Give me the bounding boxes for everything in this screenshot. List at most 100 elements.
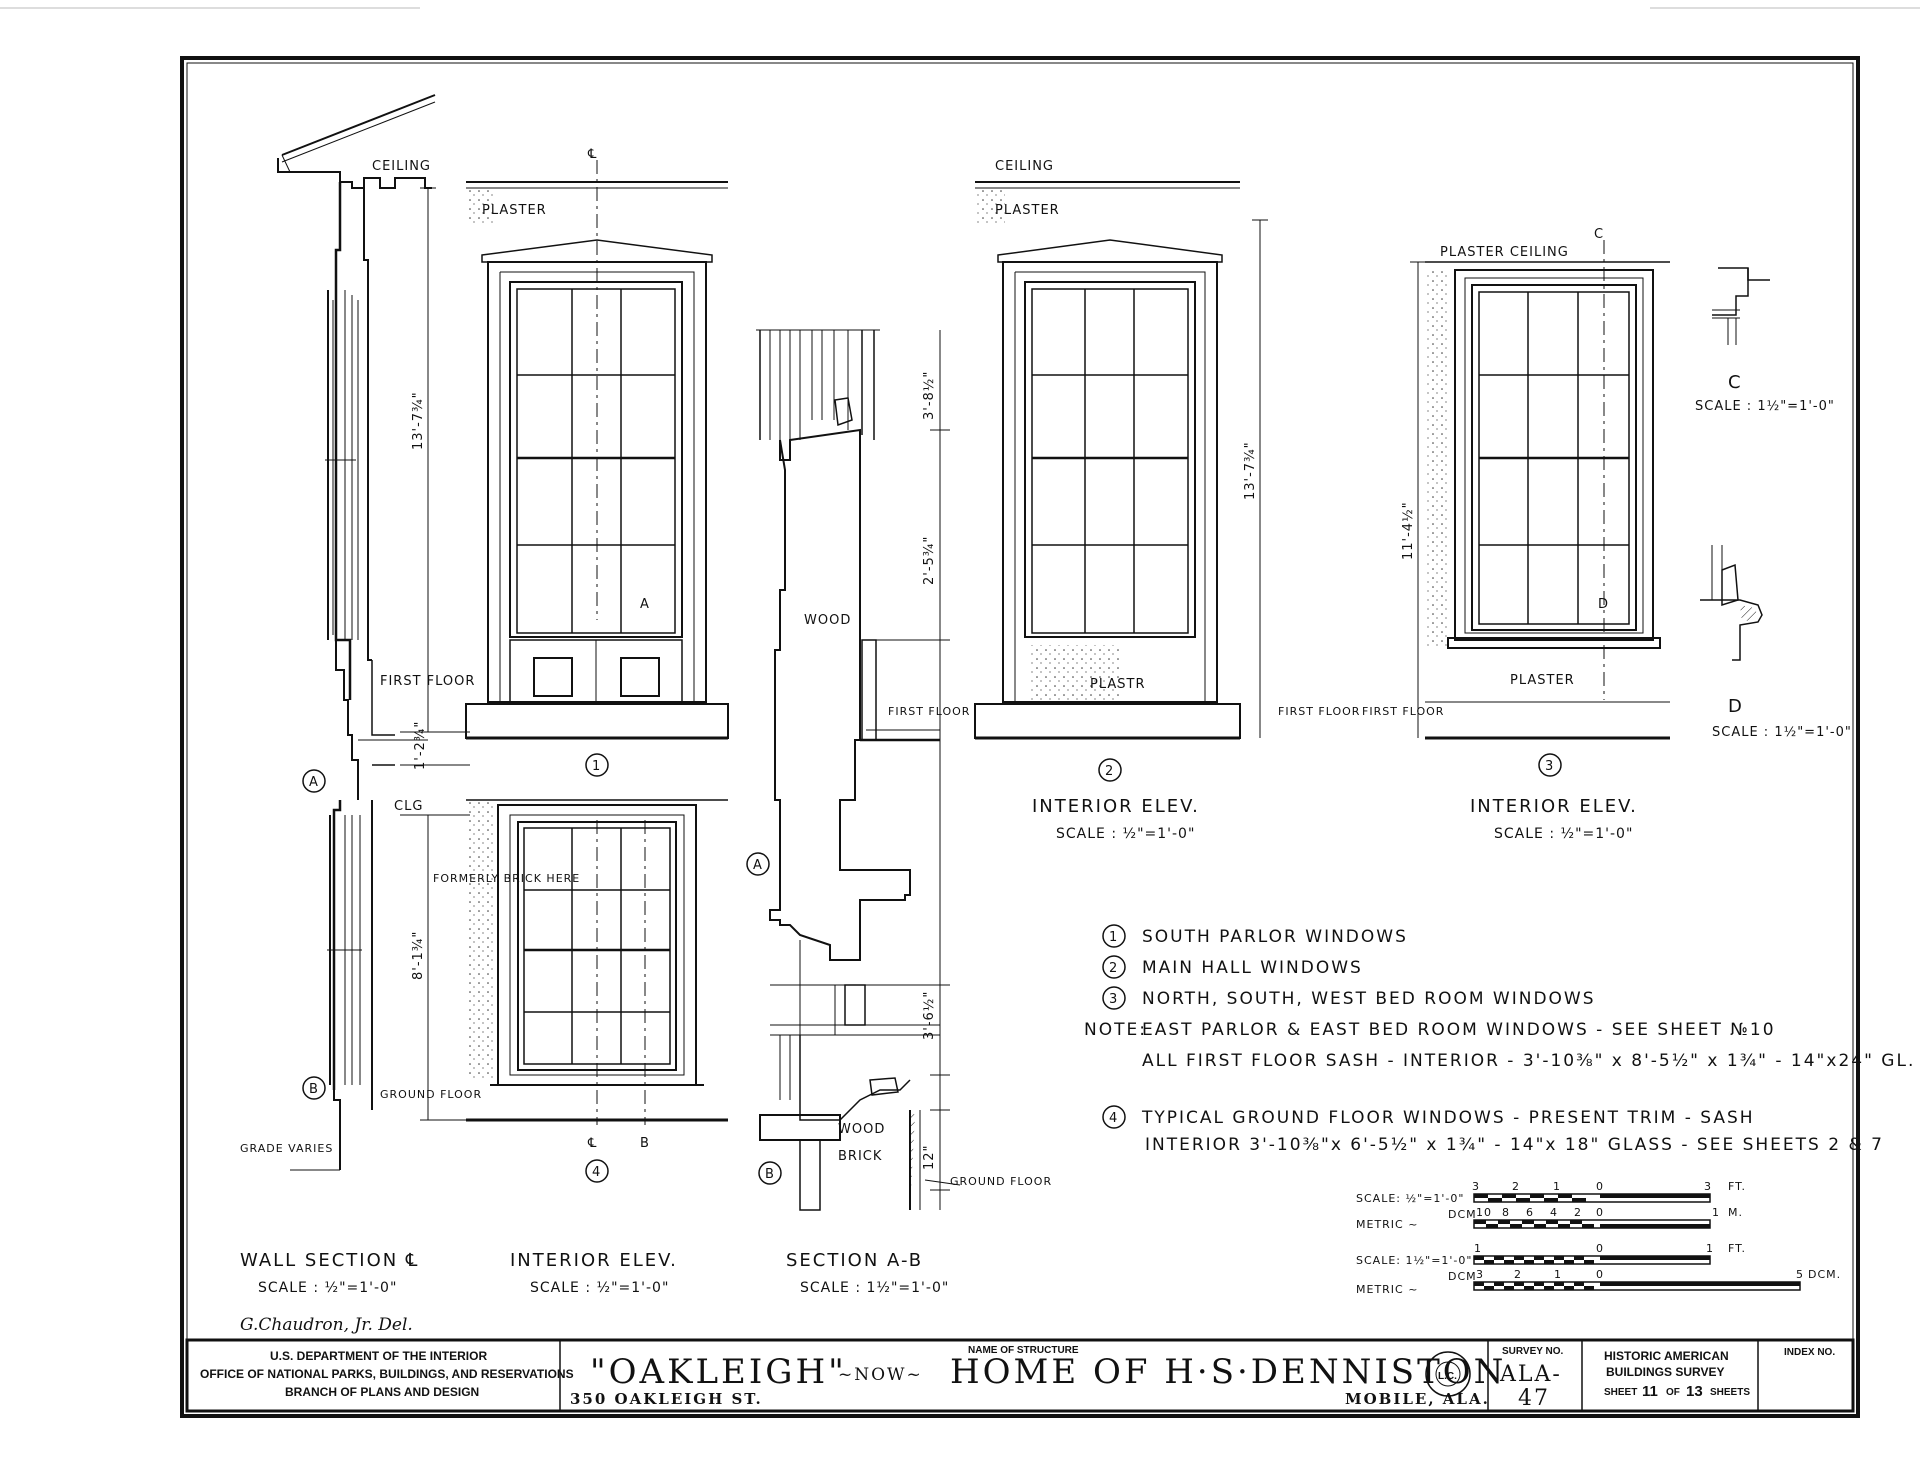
scale1-tick-3: 0 <box>1596 1180 1604 1193</box>
label-brick: BRICK <box>838 1149 882 1164</box>
label-ceiling-left: CEILING <box>372 159 431 174</box>
marker-2: 2 <box>1105 764 1114 779</box>
label-grade-varies: GRADE VARIES <box>240 1142 333 1155</box>
point-b-circle-sec <box>758 1161 782 1185</box>
metric1-tick-5: 0 <box>1596 1206 1604 1219</box>
label-first-floor-left: FIRST FLOOR <box>380 674 475 689</box>
fine-arts-seal <box>1425 1351 1471 1397</box>
detail-c-scale: SCALE : 1½"=1'-0" <box>1695 399 1835 414</box>
label-clg: CLG <box>394 799 423 814</box>
marker-3: 3 <box>1545 759 1554 774</box>
scale2-unit: FT. <box>1728 1242 1746 1255</box>
title-block <box>185 1338 1855 1413</box>
marker-4: 4 <box>592 1165 601 1180</box>
name-of-structure-label: NAME OF STRUCTURE <box>968 1345 1079 1356</box>
point-b-elev4: B <box>640 1136 650 1151</box>
detail-d-marker: D <box>1598 597 1609 612</box>
dim-wall-upper: 13'-7¾" <box>411 391 426 450</box>
signature: G.Chaudron, Jr. Del. <box>240 1315 413 1335</box>
metric1-unit: M. <box>1728 1206 1743 1219</box>
elev2-scale: SCALE : ½"=1'-0" <box>1056 826 1195 842</box>
label-wood-upper: WOOD <box>804 613 851 628</box>
structure-name: "OAKLEIGH" <box>590 1352 847 1392</box>
label-first-floor-mid: FIRST FLOOR <box>888 705 970 718</box>
legend-num-4: 4 <box>1109 1111 1118 1126</box>
metric2-tick-1: 2 <box>1514 1268 1522 1281</box>
metric1-tick-6: 1 <box>1712 1206 1720 1219</box>
habs-line-1: HISTORIC AMERICAN <box>1604 1349 1729 1363</box>
survey-number: 47 <box>1518 1386 1550 1411</box>
marker-4-circle <box>585 1159 609 1183</box>
legend-num-2: 2 <box>1109 961 1118 976</box>
dim-sec-low: 3'-6½" <box>922 991 937 1040</box>
wall-section-drawing <box>277 94 470 1171</box>
scale2-tick-1: 0 <box>1596 1242 1604 1255</box>
metric1-dcm: DCM <box>1448 1208 1477 1221</box>
label-first-floor-3: FIRST FLOOR <box>1362 705 1444 718</box>
detail-d-title: D <box>1728 696 1744 717</box>
metric2-tick-2: 1 <box>1554 1268 1562 1281</box>
legend-item-4-line2: INTERIOR 3'-10⅜"x 6'-5½" x 1¾" - 14"x 18… <box>1145 1135 1884 1155</box>
label-plaster-1: PLASTER <box>482 203 547 218</box>
sheet-number: 11 <box>1642 1383 1658 1400</box>
legend-item-2: MAIN HALL WINDOWS <box>1142 958 1363 978</box>
sheet-border <box>180 56 1860 1418</box>
label-plaster-2: PLASTER <box>995 203 1060 218</box>
legend: 1 SOUTH PARLOR WINDOWS 2 MAIN HALL WINDO… <box>1084 924 1913 1155</box>
seal-text: L.C. <box>1438 1371 1457 1382</box>
scale2-label: SCALE: 1½"=1'-0" <box>1356 1254 1472 1267</box>
legend-circle-4 <box>1102 1105 1126 1129</box>
point-a-circle-sec <box>746 852 770 876</box>
marker-2-circle <box>1098 758 1122 782</box>
metric1-label: METRIC ~ <box>1356 1218 1418 1231</box>
metric2-dcm: DCM <box>1448 1270 1477 1283</box>
metric2-tick-0: 3 <box>1476 1268 1484 1281</box>
metric1-tick-0: 10 <box>1476 1206 1492 1219</box>
detail-d-drawing <box>1700 545 1763 661</box>
wall-section-scale: SCALE : ½"=1'-0" <box>258 1280 397 1296</box>
elev1-4-scale: SCALE : ½"=1'-0" <box>530 1280 669 1296</box>
metric1-tick-1: 8 <box>1502 1206 1510 1219</box>
label-first-floor-2: FIRST FLOOR <box>1278 705 1360 718</box>
metric2-label: METRIC ~ <box>1356 1283 1418 1296</box>
label-ground-floor-mid: GROUND FLOOR <box>950 1175 1052 1188</box>
dim-wall-lower: 8'-1¾" <box>411 931 426 980</box>
agency-line-1: U.S. DEPARTMENT OF THE INTERIOR <box>270 1349 487 1363</box>
sheet-label: SHEET <box>1604 1387 1637 1398</box>
structure-now: ~NOW~ <box>838 1365 923 1385</box>
label-ceiling-mid: CEILING <box>995 159 1054 174</box>
section-ab-scale: SCALE : 1½"=1'-0" <box>800 1280 949 1296</box>
point-a-circle-left <box>302 769 326 793</box>
point-a-left: A <box>309 775 319 790</box>
marker-3-circle <box>1538 753 1562 777</box>
marker-1: 1 <box>592 759 601 774</box>
marker-1-circle <box>585 753 609 777</box>
section-ab-drawing <box>756 329 961 1211</box>
elev3-scale: SCALE : ½"=1'-0" <box>1494 826 1633 842</box>
elev3-title: INTERIOR ELEV. <box>1470 796 1638 817</box>
metric1-tick-3: 4 <box>1550 1206 1558 1219</box>
detail-d-scale: SCALE : 1½"=1'-0" <box>1712 725 1852 740</box>
centerline-4: ℄ <box>587 1136 597 1151</box>
point-b-circle-left <box>302 1076 326 1100</box>
survey-code: ALA- <box>1499 1362 1562 1387</box>
scale1-tick-2: 1 <box>1553 1180 1561 1193</box>
scale1-label: SCALE: ½"=1'-0" <box>1356 1192 1464 1205</box>
sheet-total: 13 <box>1686 1383 1703 1400</box>
scale1-unit: FT. <box>1728 1180 1746 1193</box>
scale1-tick-4: 3 <box>1704 1180 1712 1193</box>
label-plaster-3: PLASTER <box>1510 673 1575 688</box>
point-b-left: B <box>309 1082 319 1097</box>
legend-circle-3 <box>1102 986 1126 1010</box>
elev2-title: INTERIOR ELEV. <box>1032 796 1200 817</box>
dim-wall-mid: 1'-2¾" <box>413 721 428 770</box>
dim-elev3-height: 11'-4½" <box>1401 501 1416 560</box>
interior-elevation-4 <box>466 799 728 1125</box>
label-wood-lower: WOOD <box>838 1122 885 1137</box>
dim-sec-mid: 2'-5¾" <box>922 536 937 585</box>
point-a-sec: A <box>753 858 763 873</box>
sheets-label: SHEETS <box>1710 1387 1750 1398</box>
survey-label: SURVEY NO. <box>1502 1346 1564 1357</box>
interior-elevation-2 <box>974 181 1268 740</box>
